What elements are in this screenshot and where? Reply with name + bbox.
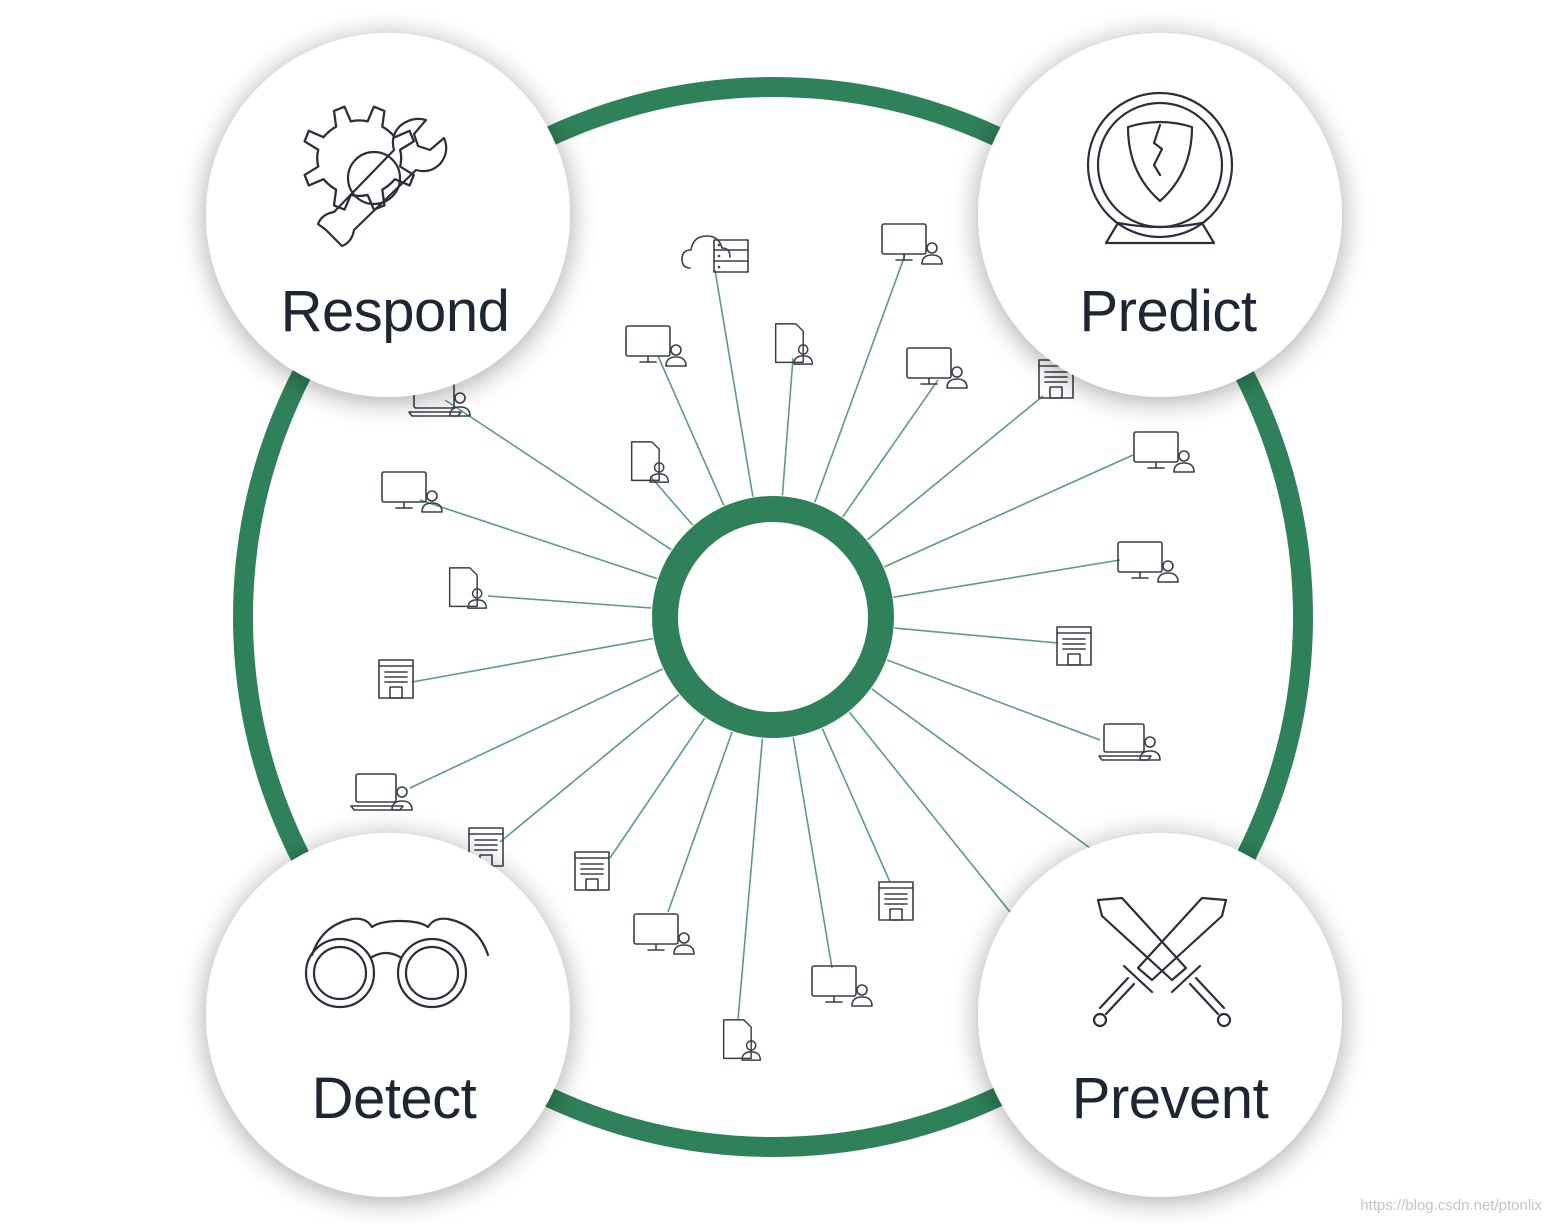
building-icon xyxy=(1056,626,1092,666)
building-icon xyxy=(574,851,610,891)
spoke-line xyxy=(842,379,939,518)
monitor-user-icon xyxy=(633,913,695,955)
cloud-server-icon xyxy=(681,235,749,273)
spoke-line xyxy=(444,399,672,551)
spoke-line xyxy=(883,454,1134,568)
watermark: https://blog.csdn.net/ptonlix xyxy=(1360,1197,1542,1214)
document-user-icon xyxy=(448,567,488,609)
spoke-line xyxy=(871,688,1091,849)
spoke-line xyxy=(866,395,1044,541)
spoke-line xyxy=(781,357,794,496)
phase-label-predict: Predict xyxy=(1079,279,1256,344)
building-icon xyxy=(378,659,414,699)
phase-prevent: Prevent xyxy=(978,833,1342,1197)
crossed-swords-icon xyxy=(1092,896,1232,1028)
spoke-line xyxy=(814,254,906,503)
monitor-user-icon xyxy=(381,471,443,513)
spoke-line xyxy=(886,659,1101,741)
phase-respond: Respond xyxy=(206,33,570,397)
phase-predict: Predict xyxy=(978,33,1342,397)
spoke-line xyxy=(821,728,891,883)
spoke-line xyxy=(499,693,680,843)
outer-cycle-ring xyxy=(233,77,1313,1157)
phase-label-detect: Detect xyxy=(312,1066,477,1131)
monitor-user-icon xyxy=(811,965,873,1007)
monitor-user-icon xyxy=(881,223,943,265)
spoke-line xyxy=(792,737,833,969)
hub-ring xyxy=(652,496,894,738)
spoke-line xyxy=(419,499,658,580)
spoke-line xyxy=(894,627,1059,644)
monitor-user-icon xyxy=(1133,431,1195,473)
laptop-user-icon xyxy=(350,773,413,811)
phase-detect: Detect xyxy=(206,833,570,1197)
building-icon xyxy=(878,881,914,921)
phase-circle-predict xyxy=(978,33,1342,397)
monitor-user-icon xyxy=(1117,541,1179,583)
spoke-line xyxy=(609,717,706,859)
document-user-icon xyxy=(774,323,814,365)
spoke-line xyxy=(893,559,1121,598)
spoke-line xyxy=(737,738,764,1021)
phase-circle-prevent xyxy=(978,833,1342,1197)
spoke-line xyxy=(667,731,733,913)
binoculars-icon xyxy=(304,917,490,1009)
spoke-line xyxy=(714,269,754,497)
crystal-ball-shield-icon xyxy=(1086,91,1234,245)
spoke-line xyxy=(649,475,694,526)
spoke-line xyxy=(487,595,652,609)
spoke-line xyxy=(411,637,654,683)
gear-wrench-icon xyxy=(303,105,448,248)
document-user-icon xyxy=(722,1019,762,1061)
monitor-user-icon xyxy=(625,325,687,367)
spokes xyxy=(409,254,1134,1021)
spoke-line xyxy=(409,668,663,789)
phase-label-prevent: Prevent xyxy=(1072,1066,1269,1131)
phase-circle-detect xyxy=(206,833,570,1197)
laptop-user-icon xyxy=(1098,723,1161,761)
phase-circle-respond xyxy=(206,33,570,397)
spoke-line xyxy=(657,355,725,506)
spoke-line xyxy=(848,711,1011,913)
phase-label-respond: Respond xyxy=(281,279,510,344)
